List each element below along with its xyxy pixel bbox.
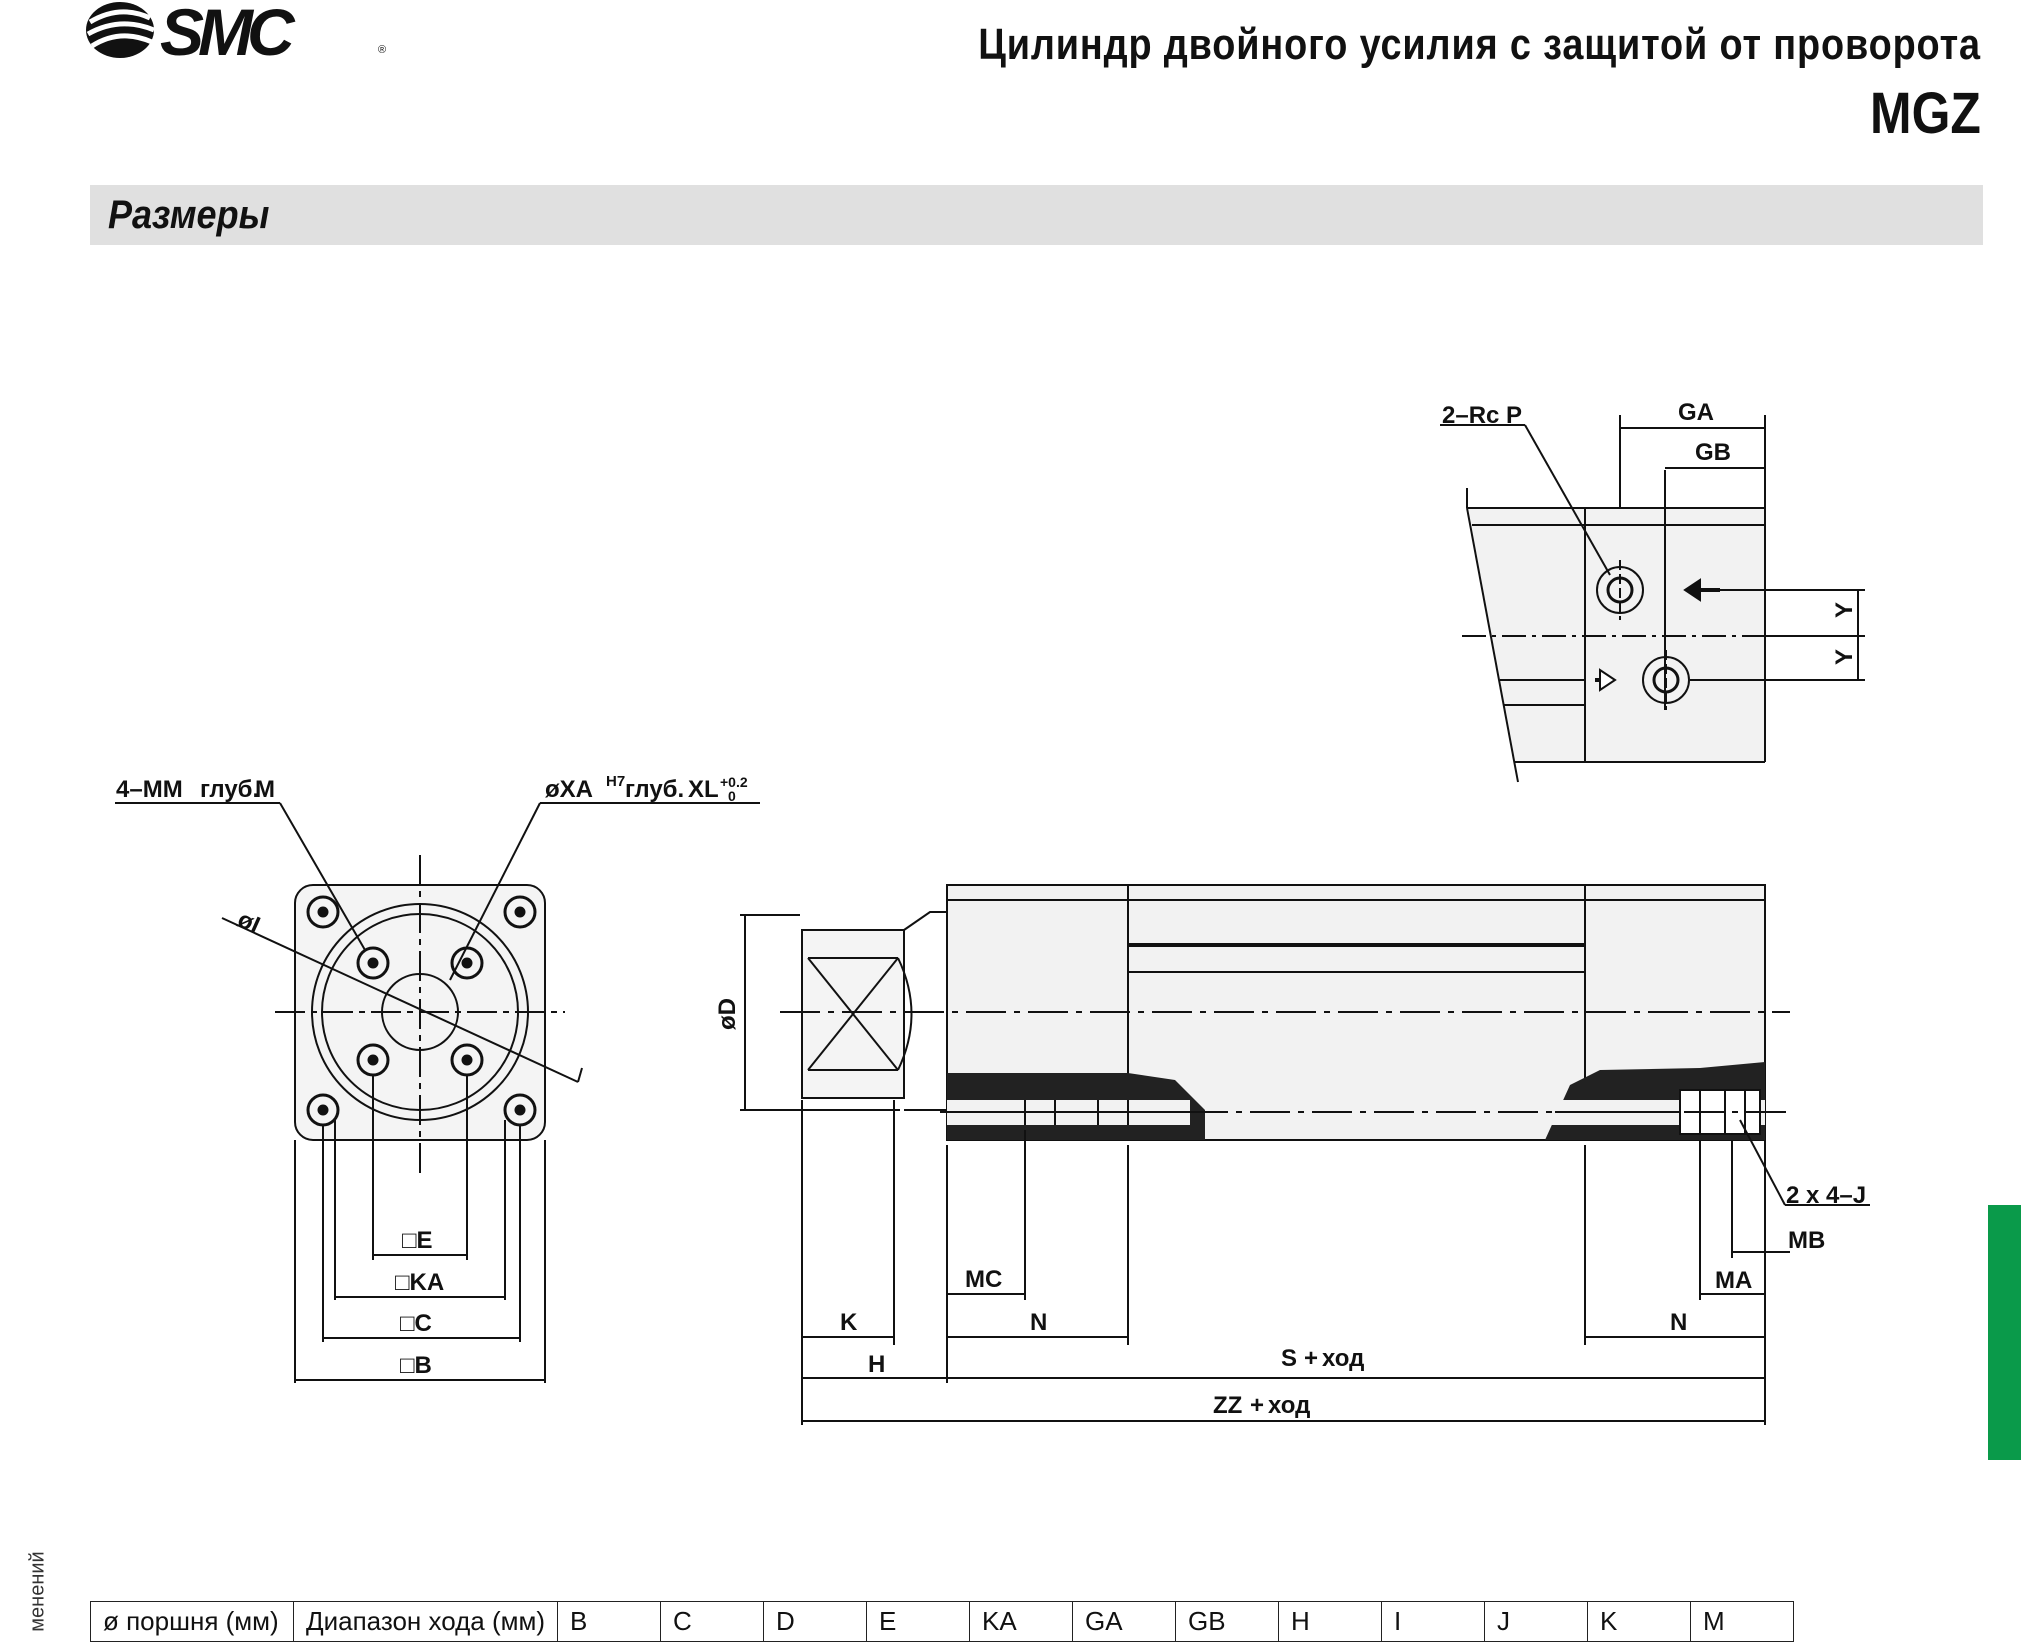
xl-label: XL bbox=[688, 776, 719, 803]
logo-text: SMC bbox=[160, 0, 295, 69]
header-cell-j: J bbox=[1484, 1601, 1589, 1642]
header-cell-ka: KA bbox=[969, 1601, 1074, 1642]
smc-logo: SMC ® bbox=[82, 0, 386, 69]
header-cell-m: M bbox=[1690, 1601, 1795, 1642]
side-note: менений bbox=[18, 1540, 58, 1640]
dimensions-table: ø поршня (мм) Диапазон хода (мм) B C D E… bbox=[90, 1601, 1795, 1642]
header-cell-h: H bbox=[1278, 1601, 1383, 1642]
h7-label: H7 bbox=[606, 773, 625, 790]
page-title: Цилиндр двойного усилия с защитой от про… bbox=[978, 20, 1981, 69]
green-side-tab bbox=[1988, 1205, 2021, 1460]
header-cell-ga: GA bbox=[1072, 1601, 1177, 1642]
section-header: Размеры bbox=[90, 185, 1983, 245]
mm-label: 4–MM bbox=[116, 776, 183, 803]
s-stroke-label: ход bbox=[1322, 1345, 1364, 1372]
tolerance-zero: 0 bbox=[728, 788, 736, 804]
ma-label: MA bbox=[1715, 1267, 1752, 1294]
m-label: M bbox=[255, 776, 275, 803]
c-label: □C bbox=[400, 1310, 432, 1337]
model-code: MGZ bbox=[1870, 81, 1981, 146]
s-plus-label: + bbox=[1304, 1345, 1318, 1372]
table-header-row: ø поршня (мм) Диапазон хода (мм) B C D E… bbox=[90, 1601, 1795, 1642]
zz-plus-label: + bbox=[1250, 1392, 1264, 1419]
depth-label-2: глуб. bbox=[625, 776, 684, 803]
header-cell-gb: GB bbox=[1175, 1601, 1280, 1642]
rc-p-label: 2–Rc P bbox=[1442, 402, 1522, 429]
header-cell-c: C bbox=[660, 1601, 765, 1642]
k-label: K bbox=[840, 1309, 858, 1336]
header-cell-d: D bbox=[763, 1601, 868, 1642]
header-cell-i: I bbox=[1381, 1601, 1486, 1642]
gb-label: GB bbox=[1695, 439, 1731, 466]
mb-label: MB bbox=[1788, 1227, 1825, 1254]
mc-label: MC bbox=[965, 1266, 1002, 1293]
e-label: □E bbox=[402, 1227, 433, 1254]
front-view bbox=[115, 802, 760, 1383]
y-label-upper: Y bbox=[1831, 602, 1858, 618]
b-label: □B bbox=[400, 1352, 432, 1379]
ga-label: GA bbox=[1678, 399, 1714, 426]
header-cell-e: E bbox=[866, 1601, 971, 1642]
depth-label-1: глуб. bbox=[200, 776, 259, 803]
header-cell-bore: ø поршня (мм) bbox=[90, 1601, 294, 1642]
od-label: øD bbox=[714, 998, 741, 1030]
j-label: 2 x 4–J bbox=[1786, 1182, 1866, 1209]
ka-label: □KA bbox=[395, 1269, 444, 1296]
zz-label: ZZ bbox=[1213, 1392, 1242, 1419]
n-label-right: N bbox=[1670, 1309, 1687, 1336]
zz-stroke-label: ход bbox=[1268, 1392, 1310, 1419]
tolerance-plus: +0.2 bbox=[720, 774, 748, 790]
smc-logo-mark-icon bbox=[86, 2, 155, 58]
n-label-left: N bbox=[1030, 1309, 1047, 1336]
section-title: Размеры bbox=[108, 193, 270, 237]
header-cell-stroke: Диапазон хода (мм) bbox=[292, 1601, 559, 1642]
y-label-lower: Y bbox=[1831, 649, 1858, 665]
xa-label: øXA bbox=[545, 776, 593, 803]
registered-mark: ® bbox=[378, 44, 387, 56]
header-cell-k: K bbox=[1587, 1601, 1692, 1642]
side-view bbox=[740, 884, 1870, 1425]
side-note-text: менений bbox=[26, 1551, 49, 1632]
s-label: S bbox=[1281, 1345, 1297, 1372]
header-cell-b: B bbox=[557, 1601, 662, 1642]
port-detail-view bbox=[1440, 415, 1865, 783]
h-label: H bbox=[868, 1351, 885, 1378]
